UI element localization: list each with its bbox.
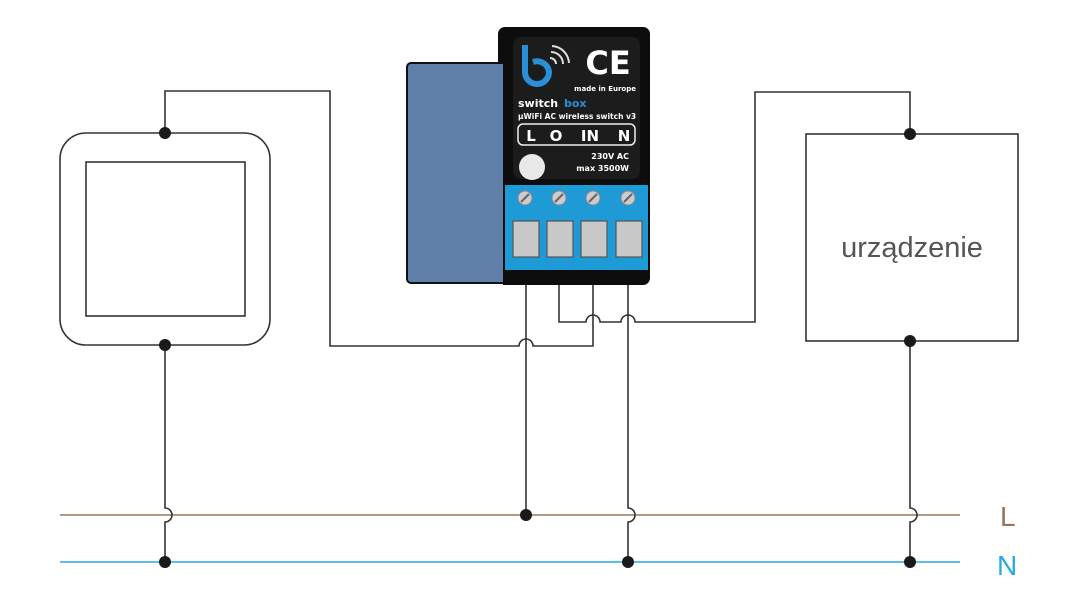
blebox-logo-icon xyxy=(522,45,570,87)
terminal-label-l: L xyxy=(526,127,536,145)
ce-mark: CE xyxy=(585,44,630,82)
neutral-label: N xyxy=(997,550,1017,581)
terminal-label-in: IN xyxy=(581,127,599,145)
device-label: urządzenie xyxy=(841,232,983,264)
power-rating: max 3500W xyxy=(576,164,629,173)
brand-part2: box xyxy=(564,97,587,110)
wires xyxy=(164,90,918,562)
terminal-sockets xyxy=(512,220,643,258)
model-label: µWiFi AC wireless switch v3 xyxy=(518,112,636,121)
voltage-rating: 230V AC xyxy=(591,152,629,161)
terminal-label-n: N xyxy=(618,127,631,145)
junction-dots xyxy=(159,127,916,568)
terminal-label-o: O xyxy=(550,127,563,145)
wall-switch xyxy=(59,132,271,346)
terminal-screws xyxy=(517,190,636,206)
device-box: urządzenie xyxy=(805,133,1019,342)
made-in-label: made in Europe xyxy=(574,85,636,93)
brand-part1: switch xyxy=(518,97,558,110)
switchbox-module: CE made in Europe switch box µWiFi AC wi… xyxy=(406,27,650,285)
terminal-label-frame xyxy=(517,123,636,146)
module-label-panel xyxy=(513,37,640,179)
live-label: L xyxy=(1000,501,1016,532)
module-button xyxy=(519,154,545,180)
module-tab xyxy=(406,62,508,284)
